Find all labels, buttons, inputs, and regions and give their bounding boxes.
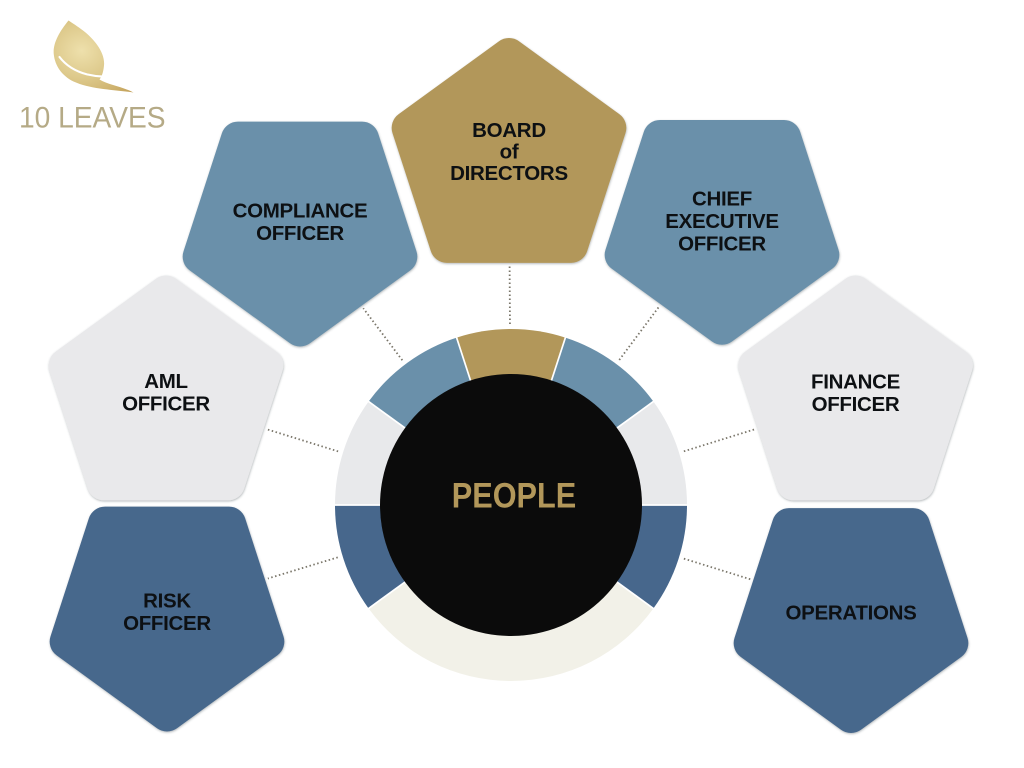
svg-text:OFFICER: OFFICER	[812, 393, 900, 416]
svg-text:OFFICER: OFFICER	[256, 222, 344, 245]
svg-text:EXECUTIVE: EXECUTIVE	[665, 210, 779, 233]
svg-text:OPERATIONS: OPERATIONS	[785, 602, 916, 625]
svg-text:PEOPLE: PEOPLE	[452, 477, 577, 516]
svg-text:FINANCE: FINANCE	[811, 371, 900, 394]
svg-text:DIRECTORS: DIRECTORS	[450, 162, 568, 185]
svg-text:RISK: RISK	[143, 590, 191, 613]
svg-text:AML: AML	[144, 370, 188, 393]
svg-text:OFFICER: OFFICER	[123, 612, 211, 635]
svg-text:COMPLIANCE: COMPLIANCE	[233, 200, 368, 223]
svg-text:BOARD: BOARD	[472, 119, 546, 142]
svg-text:OFFICER: OFFICER	[678, 233, 766, 256]
svg-text:of: of	[500, 141, 519, 164]
svg-text:CHIEF: CHIEF	[692, 188, 752, 211]
svg-text:OFFICER: OFFICER	[122, 393, 210, 416]
svg-text:10 LEAVES: 10 LEAVES	[19, 102, 166, 135]
